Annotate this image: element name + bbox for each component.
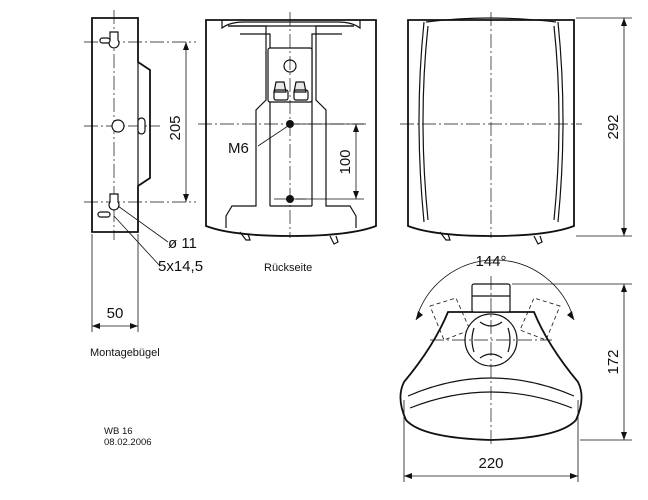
label-100: 100 xyxy=(337,149,354,174)
label-m6: M6 xyxy=(228,140,249,157)
dimension-292: 292 xyxy=(576,17,632,237)
dimension-172: 172 xyxy=(512,283,632,441)
dimension-hole-leaders: ø 11 5x14,5 xyxy=(113,205,203,275)
dimension-205: 205 xyxy=(167,42,189,202)
label-144-degrees: 144° xyxy=(475,253,506,270)
dimension-220: 220 xyxy=(403,400,579,482)
drawing-id: WB 16 xyxy=(104,426,133,437)
label-292: 292 xyxy=(605,114,622,139)
drawing-date: 08.02.2006 xyxy=(104,437,152,448)
top-view xyxy=(399,259,583,446)
label-montagebuegel: Montagebügel xyxy=(90,347,160,359)
back-view xyxy=(198,12,377,245)
label-50: 50 xyxy=(107,305,124,322)
label-slot-5x14-5: 5x14,5 xyxy=(158,258,203,275)
label-205: 205 xyxy=(167,115,184,140)
dimension-50: 50 xyxy=(91,234,139,332)
dimension-100: 100 xyxy=(294,123,364,200)
label-diameter-11: ø 11 xyxy=(168,235,197,252)
dimension-m6: M6 xyxy=(228,125,289,157)
mounting-bracket-view xyxy=(84,10,196,240)
label-rueckseite: Rückseite xyxy=(264,262,312,274)
front-view xyxy=(400,12,582,245)
label-172: 172 xyxy=(605,349,622,374)
label-220: 220 xyxy=(478,455,503,472)
